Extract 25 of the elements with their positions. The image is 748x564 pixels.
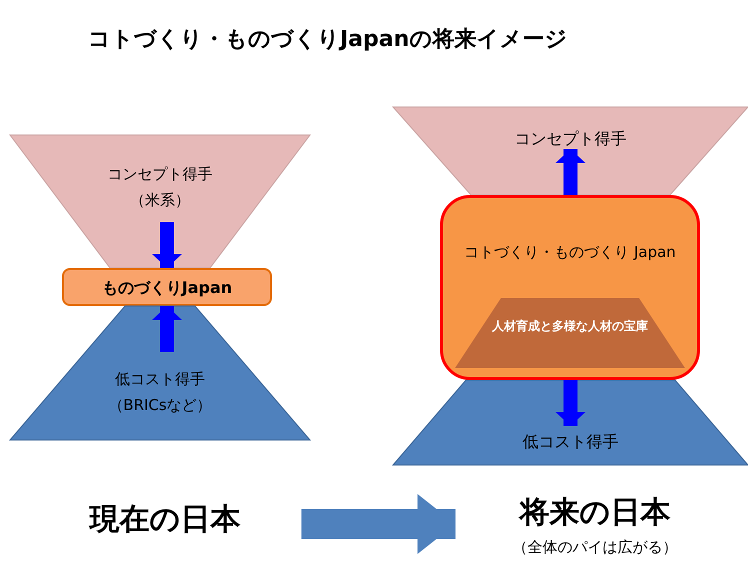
node-label: （BRICsなど）	[107, 396, 213, 415]
node-label: コンセプト得手	[106, 165, 214, 184]
block-arrow	[152, 306, 182, 352]
band-shape	[455, 298, 685, 368]
node-label: （米系）	[129, 191, 191, 210]
trapezoid-shape	[10, 306, 310, 440]
node-label: ものづくりJapan	[100, 278, 234, 299]
trapezoid-shape	[393, 380, 748, 465]
block-arrow	[556, 380, 586, 426]
block-arrow	[152, 222, 182, 268]
block-arrow	[301, 494, 456, 554]
block-arrow	[556, 149, 586, 195]
caption-text: （全体のパイは広がる）	[512, 538, 678, 557]
heading-text: 現在の日本	[88, 501, 242, 539]
node-label: 低コスト得手	[114, 370, 206, 389]
node-label: コンセプト得手	[514, 129, 628, 150]
node-label: 低コスト得手	[522, 432, 620, 453]
bar-shape	[62, 268, 272, 306]
node-label: コトづくり・ものづくり Japan	[463, 243, 677, 262]
trapezoid-shape	[10, 135, 310, 268]
heading-text: 将来の日本	[518, 494, 672, 532]
trapezoid-shape	[393, 107, 748, 195]
title: コトづくり・ものづくりJapanの将来イメージ	[88, 26, 568, 54]
node-label: 人材育成と多様な人材の宝庫	[491, 318, 649, 335]
rounded-box-shape	[440, 195, 700, 380]
